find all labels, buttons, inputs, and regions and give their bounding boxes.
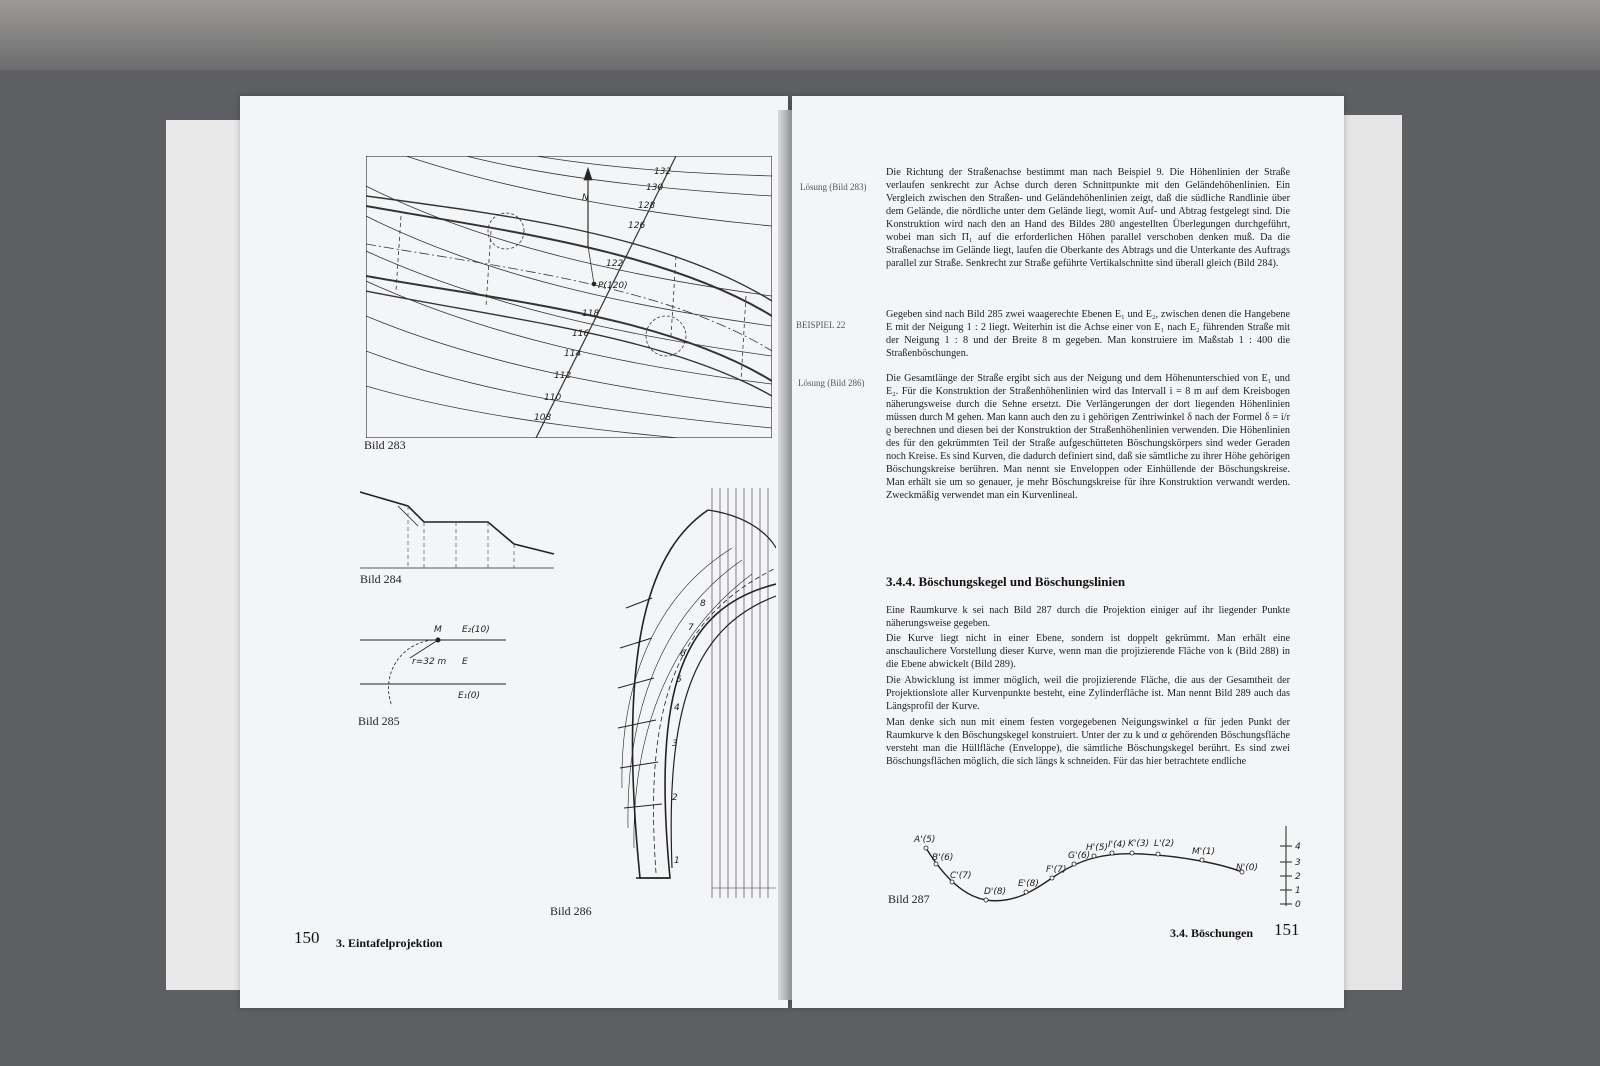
curve-point-label: F'(7): [1046, 865, 1066, 875]
contour-label: 118: [582, 309, 599, 319]
station-label: 1: [674, 856, 680, 866]
scale-label: 2: [1295, 872, 1301, 882]
scale-label: 1: [1295, 886, 1301, 896]
station-label: 7: [688, 623, 694, 633]
page-number: 151: [1274, 920, 1300, 939]
curve-point-label: A'(5): [913, 835, 935, 845]
north-label: N: [582, 193, 589, 203]
figure-286: 1 2 3 4 5 6 7 8: [617, 488, 776, 898]
point-label: P(120): [598, 281, 628, 291]
paragraph-slope-surface: Man denke sich nun mit einem festen vorg…: [886, 717, 1290, 767]
station-label: 4: [674, 703, 680, 713]
station-label: 6: [680, 649, 686, 659]
radius-label: r=32 m: [412, 657, 447, 667]
contour-label: 126: [628, 221, 645, 231]
e2-label: E₂(10): [462, 625, 490, 635]
left-page: N P(120) 132 130 128 126 122 118 116 114…: [240, 96, 788, 1008]
paragraph-solution-283: Die Richtung der Straßenachse bestimmt m…: [886, 167, 1290, 269]
scale-label: 4: [1295, 842, 1301, 852]
m-label: M: [434, 625, 442, 635]
figure-287: A'(5) B'(6) C'(7) D'(8) E'(8) F'(7) G'(6…: [913, 826, 1301, 910]
curve-point-label: C'(7): [950, 871, 972, 881]
curve-point-label: I'(4): [1108, 840, 1126, 850]
contour-label: 128: [638, 201, 655, 211]
paragraph-double-curved: Die Kurve liegt nicht in einer Ebene, so…: [886, 633, 1290, 670]
figure-283: N P(120) 132 130 128 126 122 118 116 114…: [366, 156, 772, 438]
curve-point-label: B'(6): [932, 853, 953, 863]
margin-note-loesung-286: Lösung (Bild 286): [798, 378, 865, 388]
caption-bild-287: Bild 287: [888, 892, 930, 906]
contour-label: 116: [572, 329, 589, 339]
curve-point-label: N'(0): [1236, 863, 1258, 873]
right-page: Lösung (Bild 283) BEISPIEL 22 Lösung (Bi…: [792, 96, 1344, 1008]
background-sofa: [0, 0, 1600, 70]
figure-284: [359, 491, 555, 569]
contour-label: 112: [554, 371, 571, 381]
running-head: 3. Eintafelprojektion: [336, 936, 443, 950]
paragraph-example-22: Gegeben sind nach Bild 285 zwei waagerec…: [886, 309, 1290, 359]
station-label: 5: [676, 675, 682, 685]
figure-285: E₂(10) M E r=32 m E₁(0): [360, 625, 506, 707]
station-label: 2: [672, 793, 678, 803]
page-number: 150: [294, 928, 320, 947]
margin-note-beispiel-22: BEISPIEL 22: [796, 320, 846, 330]
station-label: 3: [672, 739, 678, 749]
caption-bild-283: Bild 283: [364, 438, 406, 452]
curve-point-label: D'(8): [984, 887, 1006, 897]
paragraph-solution-286: Die Gesamtlänge der Straße ergibt sich a…: [886, 373, 1290, 501]
paragraph-space-curve: Eine Raumkurve k sei nach Bild 287 durch…: [886, 605, 1290, 629]
contour-label: 132: [654, 167, 671, 177]
curve-point-label: E'(8): [1018, 879, 1039, 889]
contour-label: 108: [534, 413, 551, 423]
contour-label: 114: [564, 349, 581, 359]
curve-point-label: M'(1): [1192, 847, 1215, 857]
e-label: E: [462, 657, 468, 667]
curve-point-label: K'(3): [1128, 839, 1149, 849]
curve-point-label: L'(2): [1154, 839, 1174, 849]
e1-label: E₁(0): [458, 691, 480, 701]
curve-point-label: H'(5): [1086, 843, 1108, 853]
contour-label: 130: [646, 183, 663, 193]
contour-label: 122: [606, 259, 623, 269]
scale-label: 0: [1295, 900, 1301, 910]
section-heading: 3.4.4. Böschungskegel und Böschungslinie…: [886, 574, 1126, 589]
caption-bild-284: Bild 284: [360, 572, 402, 586]
running-head: 3.4. Böschungen: [1170, 926, 1254, 940]
paragraph-development: Die Abwicklung ist immer möglich, weil d…: [886, 675, 1290, 712]
caption-bild-286: Bild 286: [550, 904, 592, 918]
margin-note-loesung-283: Lösung (Bild 283): [800, 182, 867, 192]
contour-label: 110: [544, 393, 561, 403]
curve-point-label: G'(6): [1068, 851, 1090, 861]
caption-bild-285: Bild 285: [358, 714, 400, 728]
station-label: 8: [700, 599, 706, 609]
scale-label: 3: [1295, 858, 1301, 868]
